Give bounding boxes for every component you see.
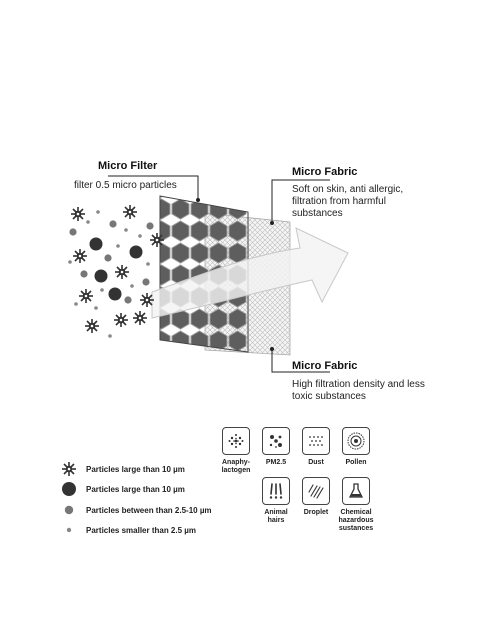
small-particle bbox=[68, 260, 72, 264]
legend-text: Particles large than 10 µm bbox=[86, 484, 185, 494]
spiky-particle bbox=[140, 293, 154, 307]
micro-fabric-bottom-title: Micro Fabric bbox=[292, 360, 358, 372]
droplet-icon bbox=[302, 477, 330, 505]
spiky-particle bbox=[73, 249, 87, 263]
small-particle bbox=[130, 284, 134, 288]
small-particle bbox=[96, 210, 100, 214]
filtered-item-label: Anaphy- lactogen bbox=[221, 459, 251, 474]
legend-row-spiky: Particles large than 10 µm bbox=[60, 461, 185, 477]
filtered-item-label: PM2.5 bbox=[265, 459, 287, 466]
filtered-item-label: Animal hairs bbox=[264, 509, 288, 524]
large-particle bbox=[108, 287, 122, 301]
micro-fabric-top-title: Micro Fabric bbox=[292, 166, 358, 178]
legend-text: Particles between than 2.5-10 µm bbox=[86, 505, 212, 515]
large-particle bbox=[129, 245, 143, 259]
medium-particle bbox=[124, 296, 132, 304]
airflow-arrow bbox=[151, 227, 349, 319]
medium-dot-icon bbox=[60, 502, 78, 518]
spiky-particle bbox=[123, 205, 137, 219]
filtered-item-anaphylactogen: Anaphy- lactogen bbox=[210, 427, 262, 475]
micro-fabric-bottom-desc: High filtration density and less toxic s… bbox=[292, 379, 425, 402]
filtered-item-dust: Dust bbox=[290, 427, 342, 467]
leader-dot-micro-filter bbox=[196, 198, 200, 202]
small-dot-icon bbox=[60, 522, 78, 538]
large-particle bbox=[94, 269, 108, 283]
particle-cloud bbox=[68, 205, 164, 338]
micro-fabric-top-desc: Soft on skin, anti allergic, filtration … bbox=[292, 184, 404, 219]
leader-dot-fabric-top bbox=[270, 221, 274, 225]
spiky-particle-icon bbox=[60, 461, 78, 477]
legend-row-large-dot: Particles large than 10 µm bbox=[60, 481, 185, 497]
chemical-flask-icon bbox=[342, 477, 370, 505]
medium-particle bbox=[80, 270, 88, 278]
pollen-icon bbox=[342, 427, 370, 455]
leader-line-micro-filter bbox=[108, 175, 199, 199]
allergen-dots-icon bbox=[222, 427, 250, 455]
animal-hair-icon bbox=[262, 477, 290, 505]
legend-row-medium-dot: Particles between than 2.5-10 µm bbox=[60, 502, 212, 518]
small-particle bbox=[108, 334, 112, 338]
leader-line-fabric-bottom bbox=[271, 350, 330, 373]
small-particle bbox=[86, 220, 90, 224]
filtered-item-label: Chemical hazardous sustances bbox=[338, 509, 374, 532]
medium-particle bbox=[104, 254, 112, 262]
filtered-item-animal-hairs: Animal hairs bbox=[250, 477, 302, 525]
small-particle bbox=[146, 262, 150, 266]
spiky-particle bbox=[79, 289, 93, 303]
large-particle bbox=[89, 237, 103, 251]
spiky-particle bbox=[71, 207, 85, 221]
spiky-particle bbox=[150, 233, 164, 247]
medium-particle bbox=[146, 222, 154, 230]
filtered-item-pm25: PM2.5 bbox=[250, 427, 302, 467]
filtered-item-chemical: Chemical hazardous sustances bbox=[330, 477, 382, 533]
filtered-item-label: Pollen bbox=[345, 459, 367, 466]
small-particle bbox=[124, 228, 128, 232]
filtered-item-label: Dust bbox=[308, 459, 324, 466]
filtered-item-droplet: Droplet bbox=[290, 477, 342, 517]
small-particle bbox=[74, 302, 78, 306]
medium-particle bbox=[142, 278, 150, 286]
spiky-particle bbox=[114, 313, 128, 327]
small-particle bbox=[94, 306, 98, 310]
small-particle bbox=[116, 244, 120, 248]
filtered-item-pollen: Pollen bbox=[330, 427, 382, 467]
medium-particle bbox=[69, 228, 77, 236]
leader-dot-fabric-bottom bbox=[270, 347, 274, 351]
leader-line-fabric-top bbox=[271, 179, 330, 222]
medium-particle bbox=[109, 220, 117, 228]
pm25-icon bbox=[262, 427, 290, 455]
spiky-particle bbox=[115, 265, 129, 279]
micro-filter-desc: filter 0.5 micro particles bbox=[74, 180, 177, 191]
micro-filter-title: Micro Filter bbox=[98, 160, 158, 172]
dust-icon bbox=[302, 427, 330, 455]
spiky-particle bbox=[85, 319, 99, 333]
legend-text: Particles smaller than 2.5 µm bbox=[86, 525, 196, 535]
small-particle bbox=[138, 234, 142, 238]
filtered-item-label: Droplet bbox=[303, 509, 329, 516]
legend-text: Particles large than 10 µm bbox=[86, 464, 185, 474]
large-dot-icon bbox=[60, 481, 78, 497]
legend-row-small-dot: Particles smaller than 2.5 µm bbox=[60, 522, 196, 538]
spiky-particle bbox=[133, 311, 147, 325]
small-particle bbox=[100, 288, 104, 292]
